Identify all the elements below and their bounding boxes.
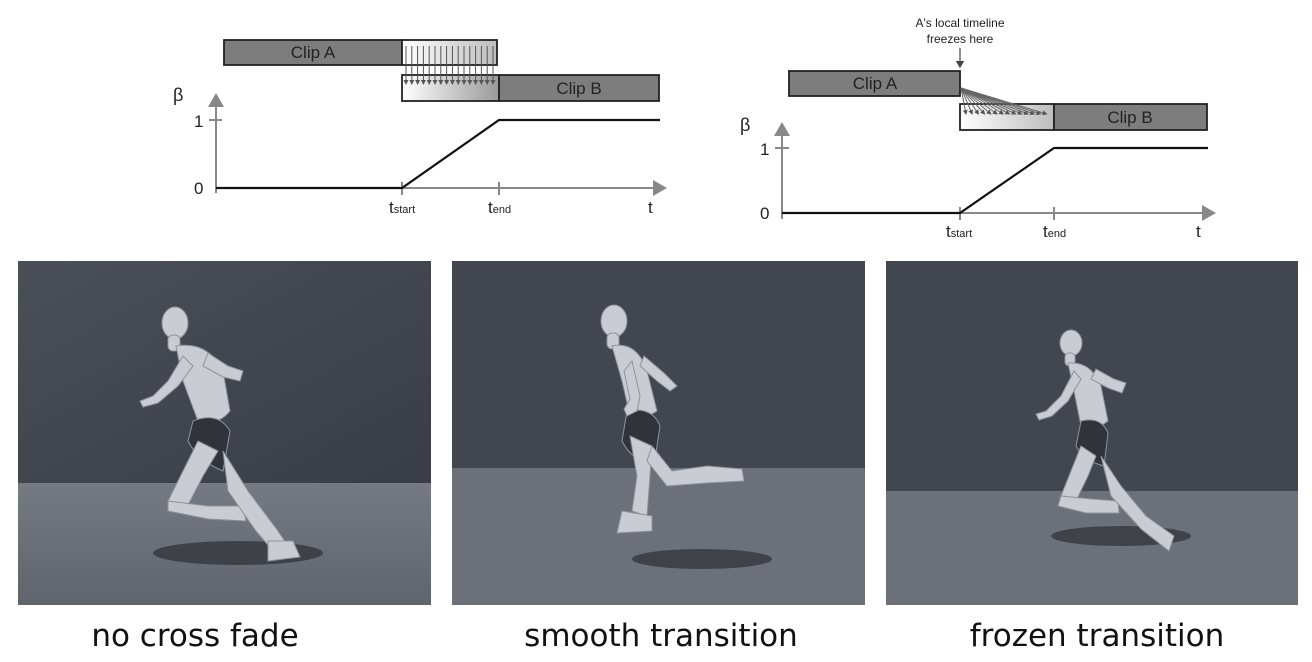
left-t-start-label: tstart	[389, 198, 415, 217]
left-beta-curve	[216, 118, 660, 190]
scene-no-cross-fade	[18, 261, 431, 605]
left-blend-arrows	[403, 46, 496, 85]
right-clip-a-box	[788, 70, 961, 97]
fan-arrow	[960, 87, 992, 115]
left-tick-0-label: 0	[194, 179, 203, 198]
caption-smooth-transition: smooth transition	[524, 618, 798, 654]
left-t-start-main: t	[389, 198, 394, 217]
right-t-end-main: t	[1043, 222, 1048, 241]
right-annotation-line2: freezes here	[927, 32, 994, 46]
left-diagram: Clip A Clip B β 1 0 t tstart tend	[173, 39, 667, 217]
character-shadow	[632, 549, 772, 569]
left-t-end-main: t	[488, 198, 493, 217]
scene-smooth-transition-render	[452, 261, 865, 605]
left-clip-b-label: Clip B	[556, 79, 601, 98]
caption-no-cross-fade: no cross fade	[91, 618, 299, 654]
right-t-end-sub: end	[1048, 228, 1066, 240]
right-tick-0-label: 0	[760, 204, 769, 223]
scene-no-cross-fade-render	[18, 261, 431, 605]
left-clip-a-box	[223, 39, 403, 66]
mannequin-figure	[139, 306, 301, 562]
timeline-diagrams: Clip A Clip B β 1 0 t tstart tend A's lo…	[173, 16, 1216, 241]
left-t-end-sub: end	[493, 204, 511, 216]
scene-smooth-transition	[452, 261, 865, 605]
right-annotation-line1: A's local timeline	[916, 16, 1005, 30]
fan-arrow	[960, 87, 998, 115]
right-t-start-sub: start	[951, 228, 972, 240]
scene-frozen-transition	[886, 261, 1299, 605]
right-beta-label: β	[740, 115, 750, 135]
right-t-end-label: tend	[1043, 222, 1066, 241]
right-beta-curve	[782, 146, 1208, 215]
caption-frozen-transition: frozen transition	[969, 618, 1225, 654]
right-diagram: A's local timeline freezes here Clip A C…	[740, 16, 1216, 241]
right-t-label: t	[1196, 222, 1201, 241]
right-clip-b-fade	[959, 103, 1055, 131]
scene-floor	[452, 468, 865, 605]
mannequin-figure	[1035, 329, 1175, 552]
right-t-start-main: t	[946, 222, 951, 241]
left-clip-a-fade	[401, 39, 498, 66]
left-beta-label: β	[173, 85, 183, 105]
scene-frozen-transition-render	[886, 261, 1298, 605]
right-t-start-label: tstart	[946, 222, 972, 241]
right-clip-b-label: Clip B	[1107, 108, 1152, 127]
right-tick-1-label: 1	[760, 140, 769, 159]
left-t-label: t	[648, 198, 653, 217]
mannequin-figure	[600, 304, 745, 534]
right-clip-a-label: Clip A	[853, 74, 898, 93]
fan-arrow	[960, 87, 973, 115]
left-clip-b-fade	[401, 74, 500, 102]
left-t-start-sub: start	[394, 204, 415, 216]
left-clip-a-label: Clip A	[291, 43, 336, 62]
left-t-end-label: tend	[488, 198, 511, 217]
left-clip-b-box	[498, 74, 660, 102]
right-fan-arrows	[960, 87, 1048, 116]
fan-arrow	[960, 87, 1048, 116]
fan-arrow	[960, 87, 986, 115]
right-clip-b-box	[1053, 103, 1208, 131]
left-tick-1-label: 1	[194, 112, 203, 131]
fan-arrow	[960, 87, 968, 115]
fan-arrow	[960, 87, 979, 115]
